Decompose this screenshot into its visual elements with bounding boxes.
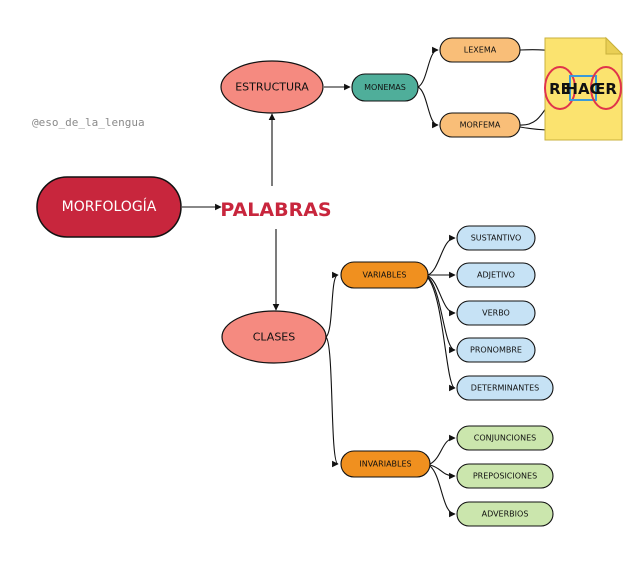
example-prefix: RE — [549, 80, 571, 98]
node-variables[interactable]: VARIABLES — [340, 261, 429, 289]
node-conjunciones-shape — [456, 425, 554, 451]
connectors — [182, 46, 608, 518]
node-adverbios-shape — [456, 501, 554, 527]
node-verbo[interactable]: VERBO — [456, 300, 536, 326]
node-lexema[interactable]: LEXEMA — [439, 37, 521, 63]
node-invariables[interactable]: INVARIABLES — [340, 450, 431, 478]
link-clases-variables — [325, 271, 339, 338]
link-invariables-preposiciones — [429, 464, 456, 480]
link-variables-sustantivo — [427, 234, 456, 276]
note-fold — [605, 36, 624, 55]
node-conjunciones-label: CONJUNCIONES — [474, 434, 536, 443]
node-clases-shape — [221, 310, 327, 364]
node-estructura-shape — [220, 60, 324, 114]
node-morfologia-shape — [36, 176, 182, 238]
node-monemas[interactable]: MONEMAS — [351, 73, 419, 102]
node-morfema-shape — [439, 112, 521, 138]
node-morfologia[interactable]: MORFOLOGÍA — [36, 176, 182, 238]
node-estructura[interactable]: ESTRUCTURA — [220, 60, 324, 114]
node-determinantes[interactable]: DETERMINANTES — [456, 375, 554, 401]
node-adverbios-label: ADVERBIOS — [482, 510, 529, 519]
link-variables-determinantes — [427, 277, 456, 392]
node-morfema[interactable]: MORFEMA — [439, 112, 521, 138]
node-monemas-label: MONEMAS — [364, 83, 406, 92]
node-clases-label: CLASES — [253, 331, 296, 344]
note-paper — [544, 37, 623, 141]
root-box — [569, 75, 597, 101]
node-lexema-label: LEXEMA — [464, 46, 497, 55]
example-note: RE HAC ER — [544, 36, 624, 141]
node-pronombre[interactable]: PRONOMBRE — [456, 337, 536, 363]
link-invariables-conjunciones — [429, 434, 456, 465]
node-lexema-shape — [439, 37, 521, 63]
link-variables-pronombre — [427, 276, 456, 354]
link-invariables-adverbios — [429, 465, 456, 518]
node-monemas-shape — [351, 73, 419, 102]
node-adverbios[interactable]: ADVERBIOS — [456, 501, 554, 527]
node-pronombre-shape — [456, 337, 536, 363]
prefix-circle — [544, 66, 576, 110]
example-suffix: ER — [595, 80, 617, 98]
link-clases-invariables — [325, 336, 339, 468]
node-verbo-label: VERBO — [482, 309, 510, 318]
node-pronombre-label: PRONOMBRE — [470, 346, 522, 355]
link-variables-verbo — [427, 275, 456, 317]
node-determinantes-shape — [456, 375, 554, 401]
node-sustantivo-label: SUSTANTIVO — [471, 234, 522, 243]
node-verbo-shape — [456, 300, 536, 326]
node-conjunciones[interactable]: CONJUNCIONES — [456, 425, 554, 451]
node-invariables-shape — [340, 450, 431, 478]
node-preposiciones-label: PREPOSICIONES — [473, 472, 537, 481]
example-root: HAC — [565, 80, 600, 98]
link-monemas-lexema — [417, 46, 439, 88]
node-adjetivo-shape — [456, 262, 536, 288]
node-preposiciones-shape — [456, 463, 554, 489]
suffix-circle — [590, 66, 622, 110]
node-variables-label: VARIABLES — [363, 271, 407, 280]
node-clases[interactable]: CLASES — [221, 310, 327, 364]
node-sustantivo[interactable]: SUSTANTIVO — [456, 225, 536, 251]
link-monemas-morfema — [417, 86, 439, 129]
node-estructura-label: ESTRUCTURA — [235, 81, 309, 94]
node-morfologia-label: MORFOLOGÍA — [62, 198, 157, 215]
node-morfema-label: MORFEMA — [460, 121, 501, 130]
watermark-text: @eso_de_la_lengua — [32, 116, 145, 129]
node-determinantes-label: DETERMINANTES — [471, 384, 539, 393]
node-adjetivo-label: ADJETIVO — [477, 271, 515, 280]
node-sustantivo-shape — [456, 225, 536, 251]
node-preposiciones[interactable]: PREPOSICIONES — [456, 463, 554, 489]
node-adjetivo[interactable]: ADJETIVO — [456, 262, 536, 288]
node-invariables-label: INVARIABLES — [359, 460, 411, 469]
node-palabras-label[interactable]: PALABRAS — [220, 199, 331, 221]
node-variables-shape — [340, 261, 429, 289]
